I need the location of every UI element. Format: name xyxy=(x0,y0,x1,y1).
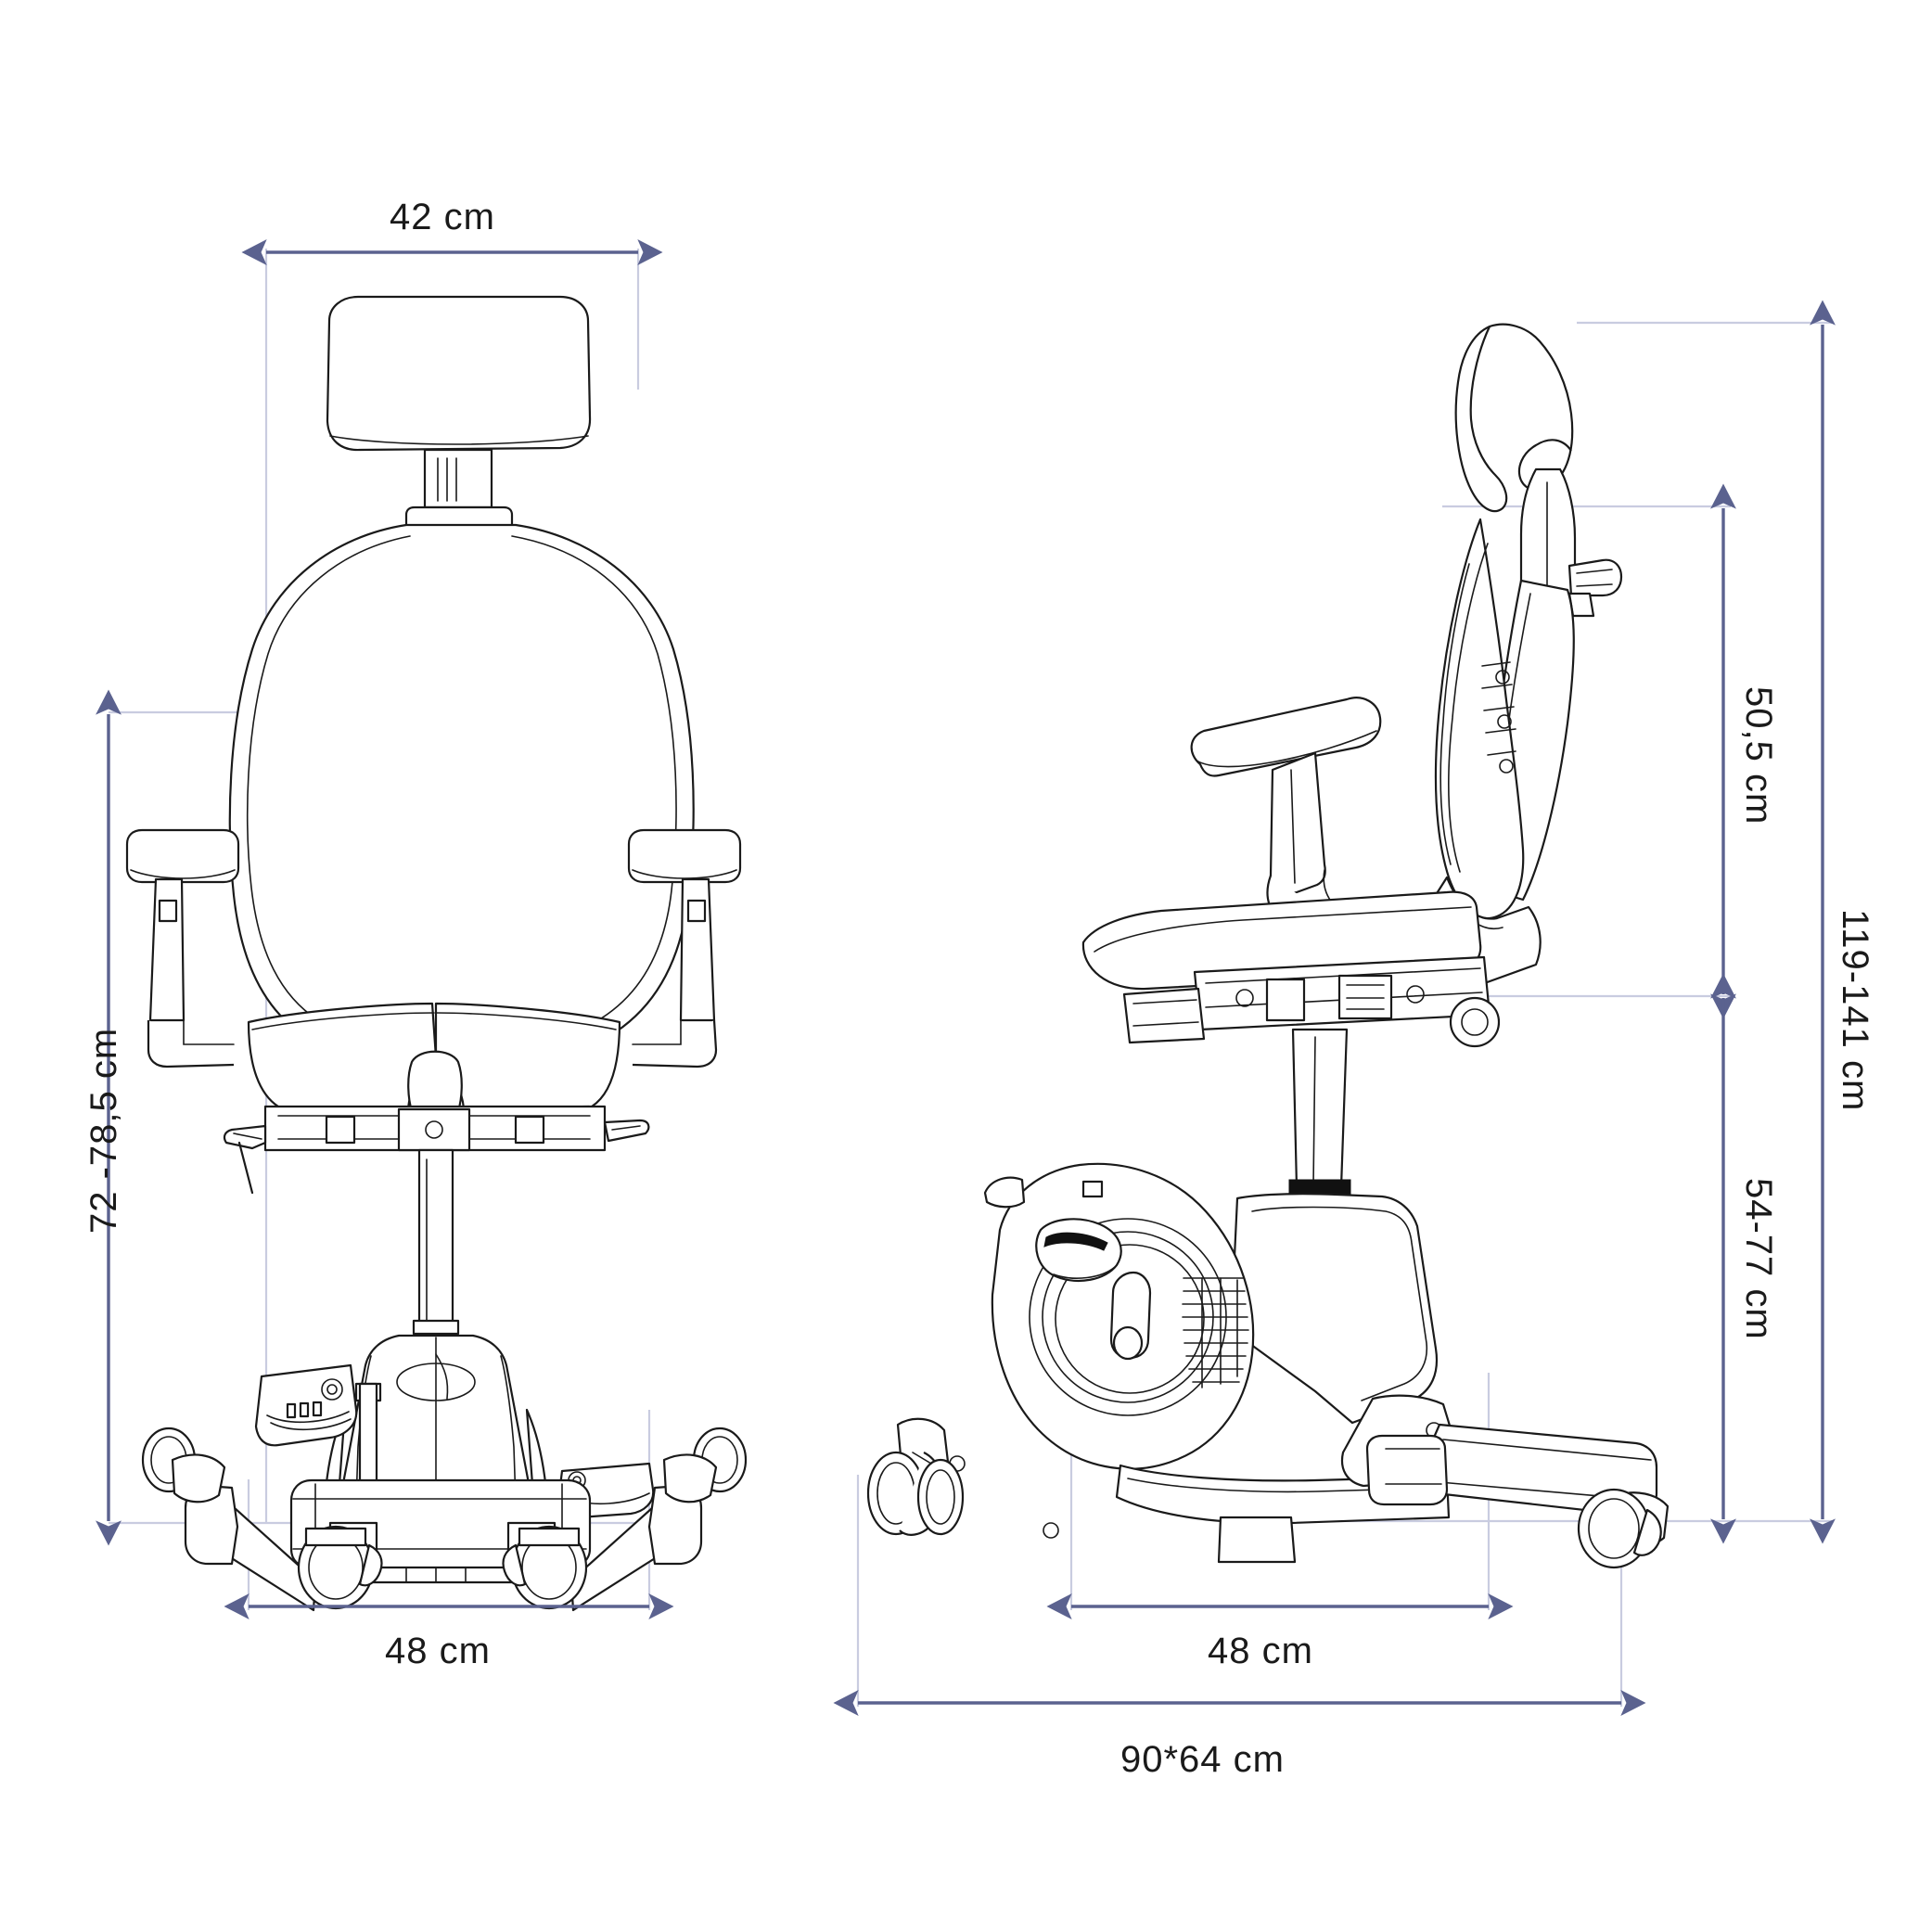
label-side-seat-height: 54-77 cm xyxy=(1738,1178,1779,1340)
front-view-drawing xyxy=(125,295,748,1612)
label-side-base-width: 48 cm xyxy=(1208,1631,1313,1671)
side-view-drawing xyxy=(866,323,1670,1569)
label-side-total-height: 119-141 cm xyxy=(1835,909,1875,1112)
label-front-bottom-width: 48 cm xyxy=(385,1631,491,1671)
label-side-seat-to-top: 50,5 cm xyxy=(1738,686,1779,825)
label-side-footprint: 90*64 cm xyxy=(1120,1739,1285,1780)
label-front-top-width: 42 cm xyxy=(390,197,495,237)
dimension-lines xyxy=(96,239,1836,1716)
label-front-left-height: 72 -78,5 cm xyxy=(83,1027,124,1234)
